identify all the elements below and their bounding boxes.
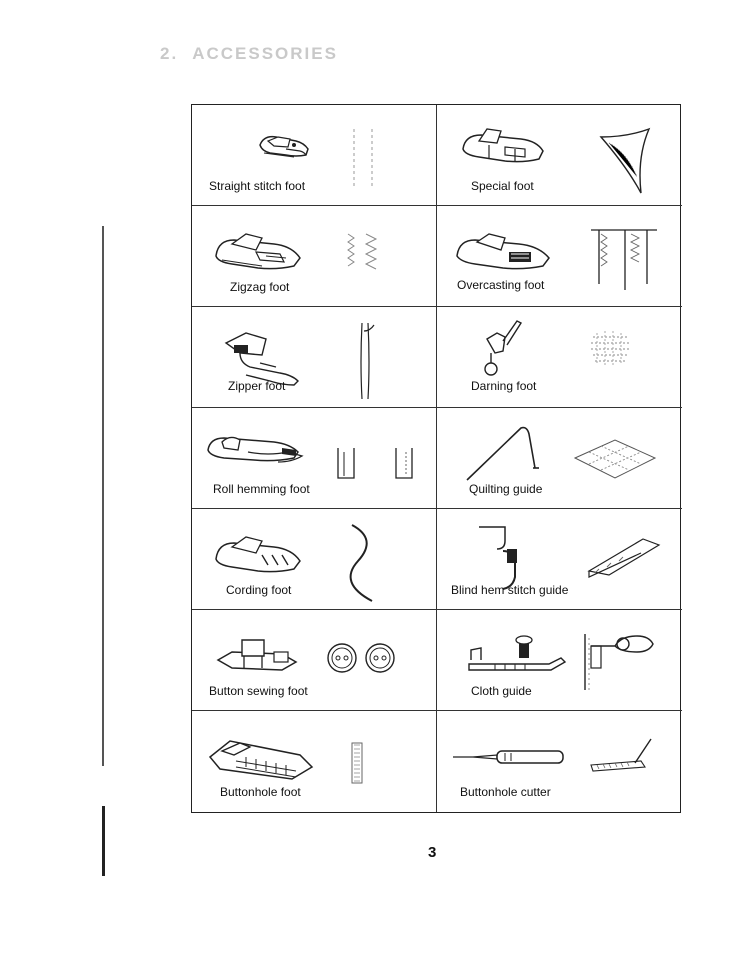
section-title: ACCESSORIES	[192, 44, 338, 63]
buttonhole-cutter-sample	[590, 738, 652, 772]
button-sewing-foot-illustration	[216, 639, 298, 671]
accessories-table: Straight stitch foot Special foot Zigzag…	[191, 104, 682, 813]
straight-stitch-sample	[353, 129, 373, 189]
binding-mark	[102, 806, 105, 876]
zipper-sample	[360, 322, 375, 400]
section-number: 2.	[160, 44, 179, 63]
accessory-cell-button-sewing-foot: Button sewing foot	[192, 610, 437, 711]
accessory-label: Buttonhole cutter	[460, 785, 551, 799]
zigzag-foot-illustration	[215, 233, 301, 270]
accessory-label: Roll hemming foot	[213, 482, 310, 496]
accessory-cell-cording-foot: Cording foot	[192, 509, 437, 610]
zipper-foot-illustration	[224, 332, 299, 386]
accessory-cell-blind-hem-stitch-guide: Blind hem stitch guide	[437, 509, 682, 610]
accessory-label: Overcasting foot	[457, 278, 545, 292]
rolled-hem-sample	[337, 448, 413, 479]
buttonhole-cutter-illustration	[453, 750, 564, 764]
zigzag-stitch-sample	[347, 233, 378, 270]
special-foot-illustration	[462, 128, 544, 163]
accessory-label: Straight stitch foot	[209, 179, 306, 193]
section-heading: 2. ACCESSORIES	[160, 44, 338, 64]
satin-stitch-sample	[599, 127, 651, 194]
darning-sample	[591, 331, 629, 367]
accessory-label: Zigzag foot	[230, 280, 290, 294]
accessory-cell-special-foot: Special foot	[437, 105, 682, 206]
accessory-cell-quilting-guide: Quilting guide	[437, 408, 682, 509]
accessory-cell-overcasting-foot: Overcasting foot	[437, 206, 682, 307]
buttons-sample	[327, 643, 395, 673]
darning-foot-illustration	[484, 320, 523, 376]
accessory-label: Darning foot	[471, 379, 537, 393]
straight-stitch-foot-illustration	[259, 135, 309, 158]
overcast-stitch-sample	[591, 229, 657, 290]
accessory-label: Quilting guide	[469, 482, 543, 496]
accessory-label: Button sewing foot	[209, 684, 308, 698]
blind-hem-guide-illustration	[479, 526, 517, 590]
accessory-label: Buttonhole foot	[220, 785, 301, 799]
accessory-cell-straight-stitch-foot: Straight stitch foot	[192, 105, 437, 206]
accessory-label: Cloth guide	[471, 684, 532, 698]
cording-sample	[349, 524, 373, 602]
accessory-cell-darning-foot: Darning foot	[437, 307, 682, 408]
accessory-cell-zipper-foot: Zipper foot	[192, 307, 437, 408]
accessory-cell-buttonhole-foot: Buttonhole foot	[192, 711, 437, 812]
accessory-label: Zipper foot	[228, 379, 286, 393]
buttonhole-foot-illustration	[208, 740, 314, 780]
accessory-cell-cloth-guide: Cloth guide	[437, 610, 682, 711]
cloth-guide-sample	[584, 634, 654, 690]
cording-foot-illustration	[215, 536, 301, 573]
page-number: 3	[428, 844, 437, 861]
quilting-guide-illustration	[466, 426, 539, 481]
accessory-label: Blind hem stitch guide	[451, 583, 569, 597]
accessory-cell-buttonhole-cutter: Buttonhole cutter	[437, 711, 682, 812]
accessory-cell-zigzag-foot: Zigzag foot	[192, 206, 437, 307]
buttonhole-sample	[351, 742, 363, 784]
quilting-sample	[573, 439, 657, 479]
accessory-cell-roll-hemming-foot: Roll hemming foot	[192, 408, 437, 509]
cloth-guide-illustration	[468, 635, 567, 671]
accessory-label: Special foot	[471, 179, 534, 193]
binding-mark	[102, 226, 104, 766]
overcasting-foot-illustration	[456, 233, 550, 270]
blind-hem-sample	[587, 538, 661, 578]
roll-hemming-foot-illustration	[207, 436, 304, 463]
accessory-label: Cording foot	[226, 583, 292, 597]
